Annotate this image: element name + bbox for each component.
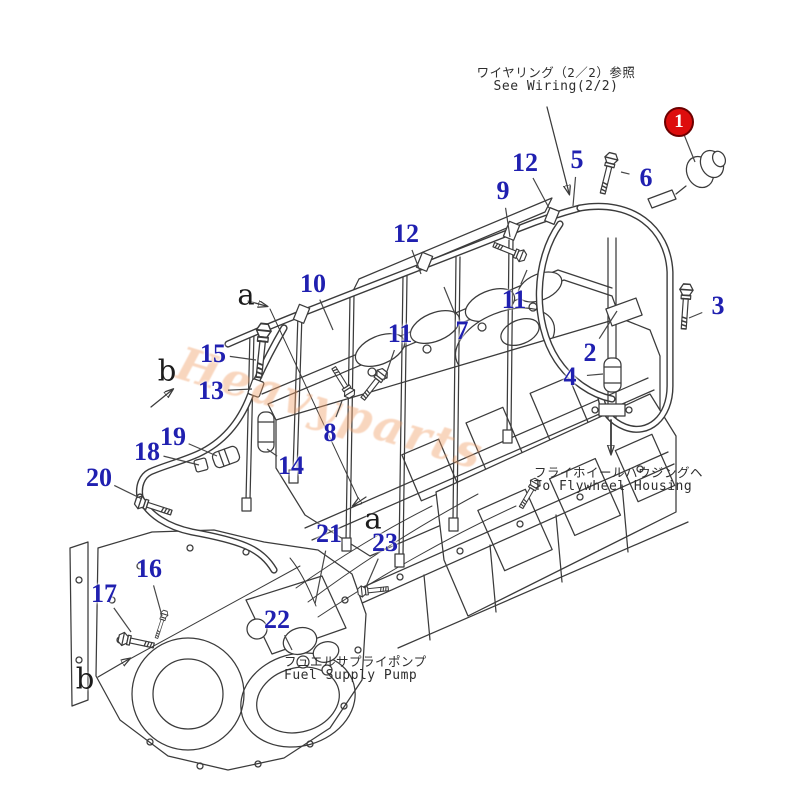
leader-line xyxy=(188,443,218,457)
leader-line xyxy=(688,311,703,319)
leader-line xyxy=(319,299,334,331)
part-label-16: 16 xyxy=(136,554,162,583)
leader-line xyxy=(520,269,528,285)
part-label-14: 14 xyxy=(278,451,304,480)
leader-line xyxy=(586,373,604,377)
caption-to-flywheel-housing: フライホイールハウジングヘ To Flywheel Housing xyxy=(534,466,703,495)
part-label-4: 4 xyxy=(563,362,577,391)
leader-line xyxy=(114,484,143,500)
fuel-supply-pump xyxy=(245,493,517,676)
part-label-8: 8 xyxy=(323,418,337,447)
leader-line xyxy=(620,171,630,175)
part-label-10: 10 xyxy=(300,269,326,298)
caption-fuel-supply-pump-jp: フュエルサプライポンプ xyxy=(284,654,427,669)
leader-line xyxy=(266,448,278,457)
part-label-12: 12 xyxy=(512,148,538,177)
leader-line xyxy=(532,177,550,209)
leader-line xyxy=(335,400,343,418)
part-label-20: 20 xyxy=(86,463,112,492)
view-a-arrow-bottom xyxy=(354,496,367,505)
part-label-15: 15 xyxy=(200,339,226,368)
caption-to-flywheel-housing-jp: フライホイールハウジングヘ xyxy=(534,465,704,480)
part-label-11: 11 xyxy=(501,285,527,314)
leader-line xyxy=(284,634,293,651)
leader-line xyxy=(411,249,422,275)
leader-line xyxy=(504,207,511,238)
part-label-19: 19 xyxy=(160,422,186,451)
caption-to-flywheel-housing-en: To Flywheel Housing xyxy=(534,479,693,494)
flywheel-pipe xyxy=(591,237,643,419)
part-label-7: 7 xyxy=(455,316,469,345)
leader-line xyxy=(152,585,163,617)
leader-line xyxy=(163,455,200,466)
reference-arrows xyxy=(97,106,611,678)
leader-line xyxy=(227,388,253,391)
harness-guard-strip xyxy=(351,197,553,294)
view-letter-b: b xyxy=(75,661,95,696)
part-label-6: 6 xyxy=(639,163,653,192)
leader-line xyxy=(314,550,327,605)
caption-fuel-supply-pump-en: Fuel Supply Pump xyxy=(284,668,418,683)
leader-line xyxy=(365,558,379,588)
view-b-arrow-bottom xyxy=(97,659,129,678)
part-label-13: 13 xyxy=(198,376,224,405)
pressure-sensor xyxy=(647,149,727,209)
part-label-18: 18 xyxy=(134,437,160,466)
wiring-harness-tube xyxy=(224,202,674,433)
part-badge-1: 1 xyxy=(664,107,694,137)
view-letter-a: a xyxy=(237,277,255,312)
leader-line xyxy=(572,176,577,207)
part-label-17: 17 xyxy=(91,579,117,608)
view-letter-b: b xyxy=(157,353,177,388)
leader-line xyxy=(113,607,132,633)
view-b-arrow-top xyxy=(150,390,172,408)
caption-see-wiring-en: See Wiring(2/2) xyxy=(493,79,619,94)
leader-line xyxy=(443,286,457,316)
leader-line xyxy=(383,349,395,381)
part-badge-1-number: 1 xyxy=(674,111,684,132)
part-label-2: 2 xyxy=(583,338,597,367)
engine-block xyxy=(261,269,689,649)
part-label-23: 23 xyxy=(372,528,398,557)
view-letter-a: a xyxy=(364,501,382,536)
leader-line xyxy=(684,135,696,163)
part-label-3: 3 xyxy=(711,291,725,320)
part-label-22: 22 xyxy=(264,605,290,634)
leader-line xyxy=(229,355,257,361)
view-a-arrow-top xyxy=(247,300,266,306)
leader-line xyxy=(598,310,618,340)
part-label-9: 9 xyxy=(496,176,510,205)
part-label-12: 12 xyxy=(393,219,419,248)
part-label-21: 21 xyxy=(316,519,342,548)
part-label-11: 11 xyxy=(387,319,413,348)
see-wiring-arrow xyxy=(546,106,569,193)
caption-see-wiring-jp: ワイヤリング（2／2）参照 xyxy=(476,65,636,80)
part-label-5: 5 xyxy=(570,145,584,174)
harness-drop-tubes xyxy=(241,239,514,568)
caption-fuel-supply-pump: フュエルサプライポンプ Fuel Supply Pump xyxy=(284,655,427,684)
caption-see-wiring: ワイヤリング（2／2）参照 See Wiring(2/2) xyxy=(448,66,664,95)
